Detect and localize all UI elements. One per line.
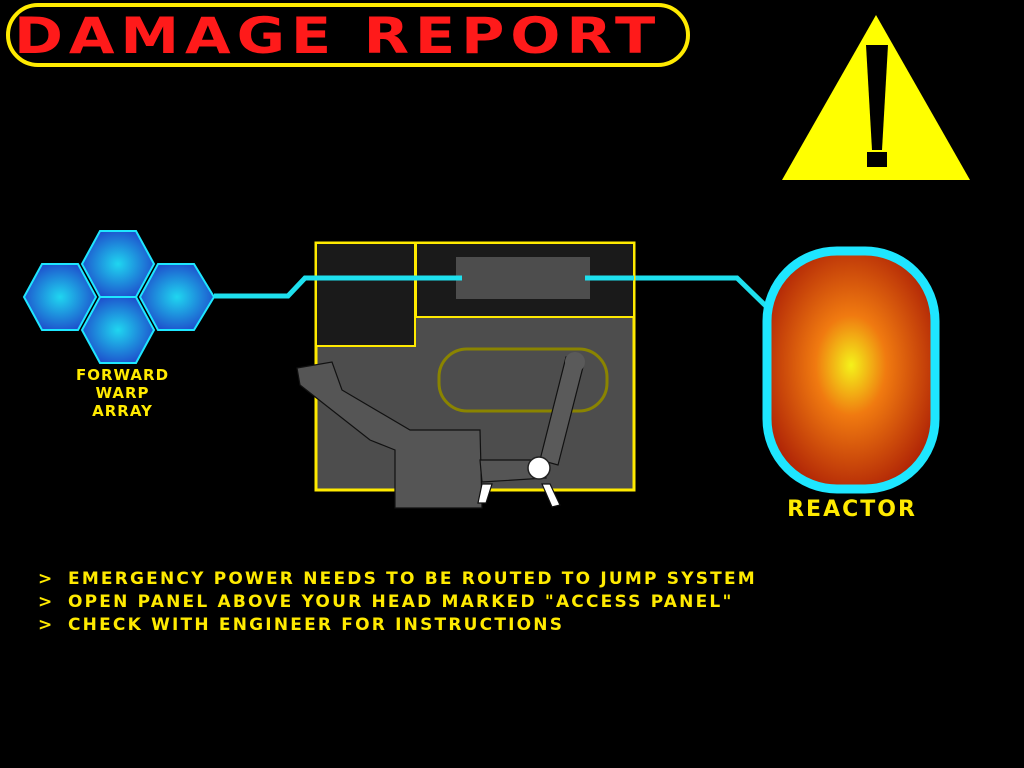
reactor-core-icon [762,246,940,494]
warp-array-label: FORWARD WARP ARRAY [50,366,195,420]
warp-array-label-line: ARRAY [92,402,153,420]
instruction-list: > EMERGENCY POWER NEEDS TO BE ROUTED TO … [38,568,938,637]
instruction-item: > OPEN PANEL ABOVE YOUR HEAD MARKED "ACC… [38,591,938,614]
mechanical-arm [296,352,585,509]
instruction-text: OPEN PANEL ABOVE YOUR HEAD MARKED "ACCES… [68,592,734,612]
warp-array-label-line: FORWARD [75,366,170,384]
instruction-text: EMERGENCY POWER NEEDS TO BE ROUTED TO JU… [68,569,757,589]
warning-triangle-icon [782,15,970,180]
hexagon-cluster-icon [22,230,216,364]
instruction-item: > CHECK WITH ENGINEER FOR INSTRUCTIONS [38,614,938,637]
title-banner [6,3,690,67]
page-title: DAMAGE REPORT [14,7,662,65]
bullet-marker: > [38,569,55,589]
bullet-marker: > [38,615,55,635]
instruction-item: > EMERGENCY POWER NEEDS TO BE ROUTED TO … [38,568,938,591]
warp-array-label-line: WARP [95,384,150,402]
reactor-label: REACTOR [787,497,917,522]
bullet-marker: > [38,592,55,612]
instruction-text: CHECK WITH ENGINEER FOR INSTRUCTIONS [68,615,565,635]
